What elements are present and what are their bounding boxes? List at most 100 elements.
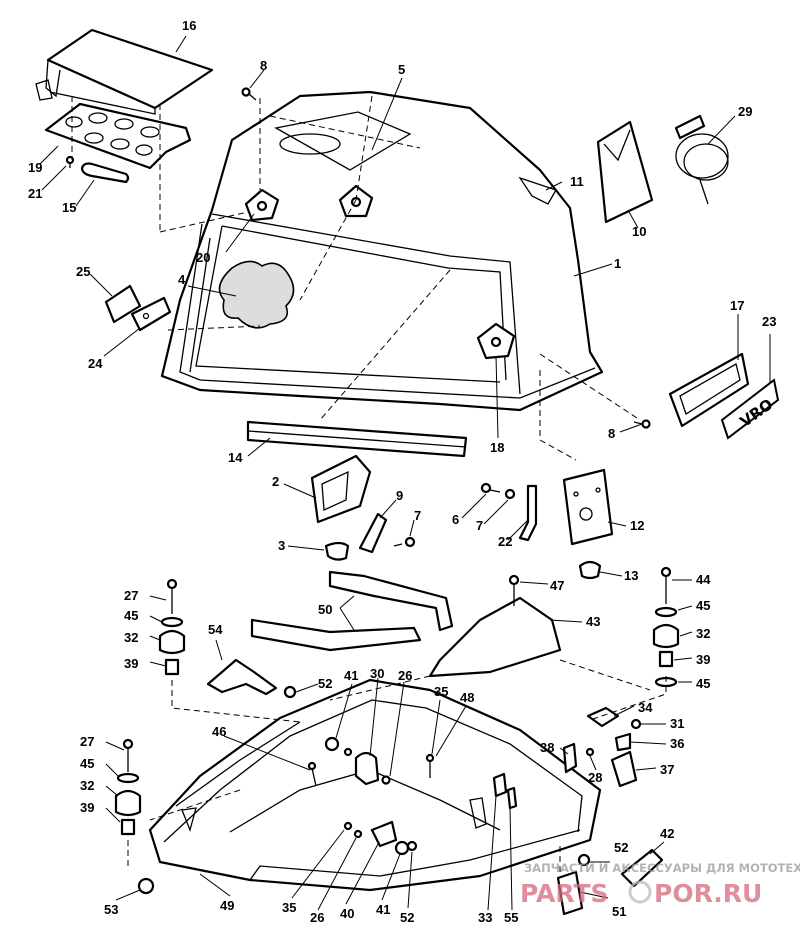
callout-46: 46 <box>212 724 226 739</box>
callout-22: 22 <box>498 534 512 549</box>
watermark-logo-left: PARTS <box>520 879 609 908</box>
callout-27a: 27 <box>124 588 138 603</box>
callout-7a: 7 <box>414 508 421 523</box>
latch-plate-12 <box>562 468 614 546</box>
callout-2: 2 <box>272 474 279 489</box>
latch-2 <box>310 454 372 524</box>
callout-36: 36 <box>670 736 684 751</box>
callout-55: 55 <box>504 910 518 925</box>
callout-50: 50 <box>318 602 332 617</box>
washer-26-lower <box>353 829 363 839</box>
callout-30: 30 <box>370 666 384 681</box>
callout-10: 10 <box>632 224 646 239</box>
callout-34: 34 <box>638 700 653 715</box>
callout-6: 6 <box>452 512 459 527</box>
clamp-36 <box>614 732 632 752</box>
nut-41-lower <box>394 840 410 856</box>
grommet-18 <box>476 322 516 360</box>
pad-15 <box>80 162 130 184</box>
callout-27b: 27 <box>80 734 94 749</box>
callout-53: 53 <box>104 902 118 917</box>
screw-35-upper <box>381 775 391 785</box>
callout-47: 47 <box>550 578 564 593</box>
screw-28 <box>585 747 595 757</box>
callout-45a: 45 <box>124 608 138 623</box>
mount-stack-left-lower <box>114 738 142 836</box>
callout-52b: 52 <box>400 910 414 925</box>
screw-6 <box>480 482 501 494</box>
callout-35b: 35 <box>282 900 296 915</box>
lower-pan-49 <box>148 678 602 892</box>
callout-45b: 45 <box>80 756 94 771</box>
callout-32a: 32 <box>124 630 138 645</box>
watermark-logo-gear <box>628 880 652 904</box>
callout-37: 37 <box>660 762 674 777</box>
screw-35-lower <box>343 821 353 831</box>
callout-52a: 52 <box>318 676 332 691</box>
callout-5: 5 <box>398 62 405 77</box>
callout-33: 33 <box>478 910 492 925</box>
mount-stack-right <box>652 566 680 688</box>
callout-18: 18 <box>490 440 504 455</box>
callout-32c: 32 <box>696 626 710 641</box>
callout-45c: 45 <box>696 598 710 613</box>
callout-39a: 39 <box>124 656 138 671</box>
callout-45d: 45 <box>696 676 710 691</box>
nut-52-upper <box>283 685 297 699</box>
nut-52-lower <box>406 840 418 852</box>
handle-54 <box>206 658 278 696</box>
grommet-3 <box>324 541 350 561</box>
bracket-24 <box>130 296 172 332</box>
nut-41-upper <box>324 736 340 752</box>
callout-11: 11 <box>570 174 584 189</box>
callout-1: 1 <box>614 256 621 271</box>
bracket-51 <box>556 870 584 916</box>
screw-8-top <box>241 87 257 101</box>
callout-51: 51 <box>612 904 626 919</box>
callout-35a: 35 <box>434 684 448 699</box>
callout-3: 3 <box>278 538 285 553</box>
callout-14: 14 <box>228 450 243 465</box>
callout-44: 44 <box>696 572 711 587</box>
bracket-38 <box>562 742 578 774</box>
callout-7b: 7 <box>476 518 483 533</box>
callout-19: 19 <box>28 160 42 175</box>
callout-49: 49 <box>220 898 234 913</box>
callout-54: 54 <box>208 622 223 637</box>
handle-50-lower <box>250 618 422 652</box>
callout-48: 48 <box>460 690 474 705</box>
callout-15: 15 <box>62 200 76 215</box>
bracket-22 <box>518 484 538 542</box>
assembly-lines <box>71 95 667 872</box>
callout-21: 21 <box>28 186 42 201</box>
callout-40: 40 <box>340 906 354 921</box>
access-cover-16 <box>35 28 214 115</box>
screw-48 <box>425 753 435 778</box>
connector-34 <box>586 706 620 728</box>
callout-labels: 1 2 3 4 5 6 7 7 8 8 9 10 11 12 13 14 15 … <box>28 18 776 925</box>
screw-47 <box>508 574 520 606</box>
pad-4 <box>218 260 295 329</box>
grommet-53 <box>137 877 155 895</box>
callout-41a: 41 <box>344 668 358 683</box>
washer-26-upper <box>343 747 353 757</box>
part-33 <box>492 772 508 798</box>
watermark: ЗАПЧАСТИ И АКСЕССУАРЫ ДЛЯ МОТОТЕХНИКИ PA… <box>520 861 800 908</box>
leader-lines <box>39 35 771 911</box>
watermark-logo-right: POR.RU <box>654 879 762 908</box>
cover-plate-25 <box>104 284 142 324</box>
callout-4: 4 <box>178 272 186 287</box>
pouch-10 <box>596 120 654 224</box>
callout-38: 38 <box>540 740 554 755</box>
mount-stack-left-upper <box>158 578 186 676</box>
part-55 <box>506 786 518 810</box>
handle-50-upper <box>328 570 454 632</box>
callout-8a: 8 <box>260 58 267 73</box>
callout-24: 24 <box>88 356 103 371</box>
callout-20: 20 <box>196 250 210 265</box>
callout-16: 16 <box>182 18 196 33</box>
callout-26a: 26 <box>398 668 412 683</box>
callout-23: 23 <box>762 314 776 329</box>
